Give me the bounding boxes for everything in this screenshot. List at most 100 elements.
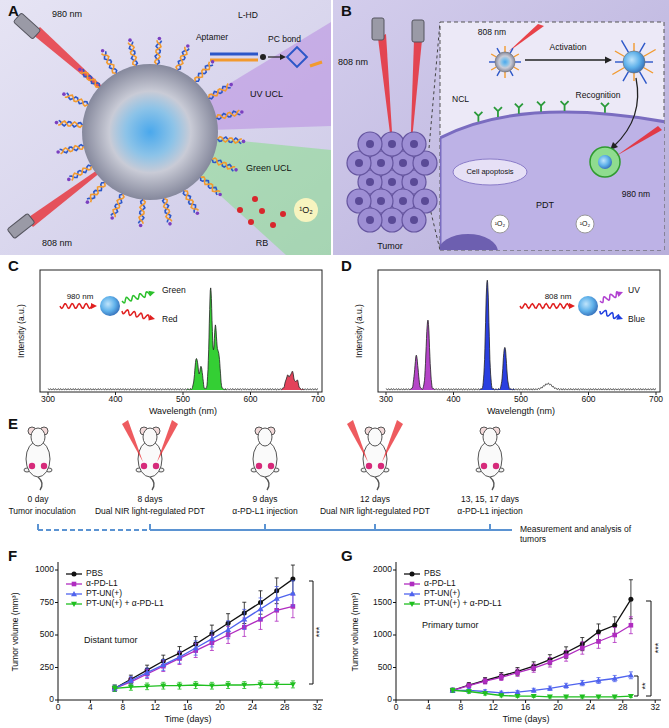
data-marker — [274, 682, 280, 687]
dna-strand — [633, 73, 634, 81]
error-bar — [564, 650, 568, 661]
oxygen-label: ¹O₂ — [495, 220, 506, 228]
data-marker — [241, 683, 247, 688]
nanoparticle — [578, 296, 598, 316]
timeline-tick — [37, 524, 39, 530]
step-label: α-PD-L1 injection — [457, 507, 522, 517]
dna-strand — [111, 194, 123, 215]
data-marker — [483, 679, 488, 684]
light-arrow — [600, 311, 619, 319]
dna-strand — [195, 62, 210, 82]
legend-text: PBS — [86, 569, 103, 579]
error-bar — [516, 669, 520, 676]
data-marker — [498, 693, 504, 698]
tumor-cell — [380, 132, 404, 156]
error-bar — [548, 686, 552, 690]
strand-end — [110, 216, 114, 220]
significance-mark: ** — [640, 682, 650, 689]
error-bar — [161, 682, 165, 689]
error-bar — [113, 685, 117, 691]
spectrum-line — [48, 288, 318, 390]
light-arrow — [600, 292, 618, 303]
nanoparticle — [623, 51, 645, 73]
timeline-tick — [149, 524, 151, 530]
data-marker — [160, 662, 166, 667]
tumor-cell — [380, 208, 404, 232]
dna-strand — [218, 137, 242, 143]
plot-frame — [378, 270, 660, 392]
data-marker — [274, 596, 280, 601]
light-arrow — [520, 304, 570, 309]
axis-title: Tumor volume (mm³) — [11, 592, 21, 671]
axis-title: Wavelength (nm) — [487, 406, 555, 416]
dna-strand — [59, 120, 83, 127]
oxygen-bubble — [491, 215, 509, 233]
tumor-cell — [388, 140, 396, 148]
dna-strand — [640, 72, 647, 84]
data-marker — [515, 670, 520, 675]
growth-curve — [453, 625, 631, 690]
data-marker — [628, 694, 634, 699]
g-quadruplex — [287, 47, 307, 67]
data-marker — [548, 660, 553, 665]
mouse-tail — [490, 477, 494, 490]
data-marker — [596, 639, 601, 644]
data-marker — [144, 684, 150, 689]
data-marker — [144, 670, 150, 675]
ncl-receptor — [494, 107, 502, 117]
timeline-tick — [374, 524, 376, 530]
error-bar — [483, 678, 487, 684]
tick-label: 8 — [458, 703, 463, 713]
dna-strand — [61, 146, 84, 154]
day-label: 12 days — [360, 495, 390, 505]
tumor-cell — [366, 178, 374, 186]
tumor-cell — [402, 132, 426, 156]
tick-label: 28 — [618, 703, 627, 713]
tick-label: 400 — [446, 395, 460, 405]
mouse-tail — [265, 477, 269, 490]
error-bar — [113, 685, 117, 691]
dna-strand — [644, 50, 656, 57]
dna-strand — [497, 71, 500, 76]
dna-strand — [176, 47, 187, 70]
error-bar — [242, 609, 246, 629]
tumor-cell — [355, 197, 363, 205]
emission-label: Red — [162, 315, 178, 325]
x-axis — [396, 700, 661, 701]
legend-sample — [410, 572, 415, 577]
dna-strand — [615, 51, 625, 57]
panel-letter: A — [8, 2, 19, 19]
emission-label: Green UCL — [246, 163, 292, 173]
laser-beam — [508, 24, 544, 52]
rb-dot — [259, 208, 265, 214]
tick-label: 32 — [312, 703, 321, 713]
data-marker — [547, 695, 553, 700]
laser-beam — [616, 126, 662, 156]
nanoparticle — [100, 296, 120, 316]
axis-title: Intensity (a.u.) — [355, 304, 365, 358]
tick-label: 0 — [56, 703, 61, 713]
ncl-receptor — [601, 103, 609, 113]
data-marker — [466, 689, 472, 694]
data-marker — [177, 654, 183, 659]
error-bar — [178, 651, 182, 663]
tick-label: 750 — [40, 598, 54, 608]
data-marker — [225, 627, 231, 632]
error-bar — [564, 683, 568, 688]
growth-curve — [115, 579, 293, 688]
wavelength-label: 808 nm — [478, 28, 506, 38]
arrow — [525, 59, 606, 60]
data-marker — [290, 590, 296, 595]
data-marker — [628, 672, 634, 677]
arrow-head — [280, 54, 286, 60]
tick-label: 8 — [120, 703, 125, 713]
tumor-cell — [421, 197, 429, 205]
tumor-cell — [399, 159, 407, 167]
arrow — [268, 56, 282, 57]
dna-strand — [612, 68, 624, 75]
tick-label: 24 — [586, 703, 595, 713]
data-marker — [612, 633, 617, 638]
data-marker — [499, 675, 504, 680]
dna-strand — [615, 61, 623, 62]
error-bar — [548, 658, 552, 667]
